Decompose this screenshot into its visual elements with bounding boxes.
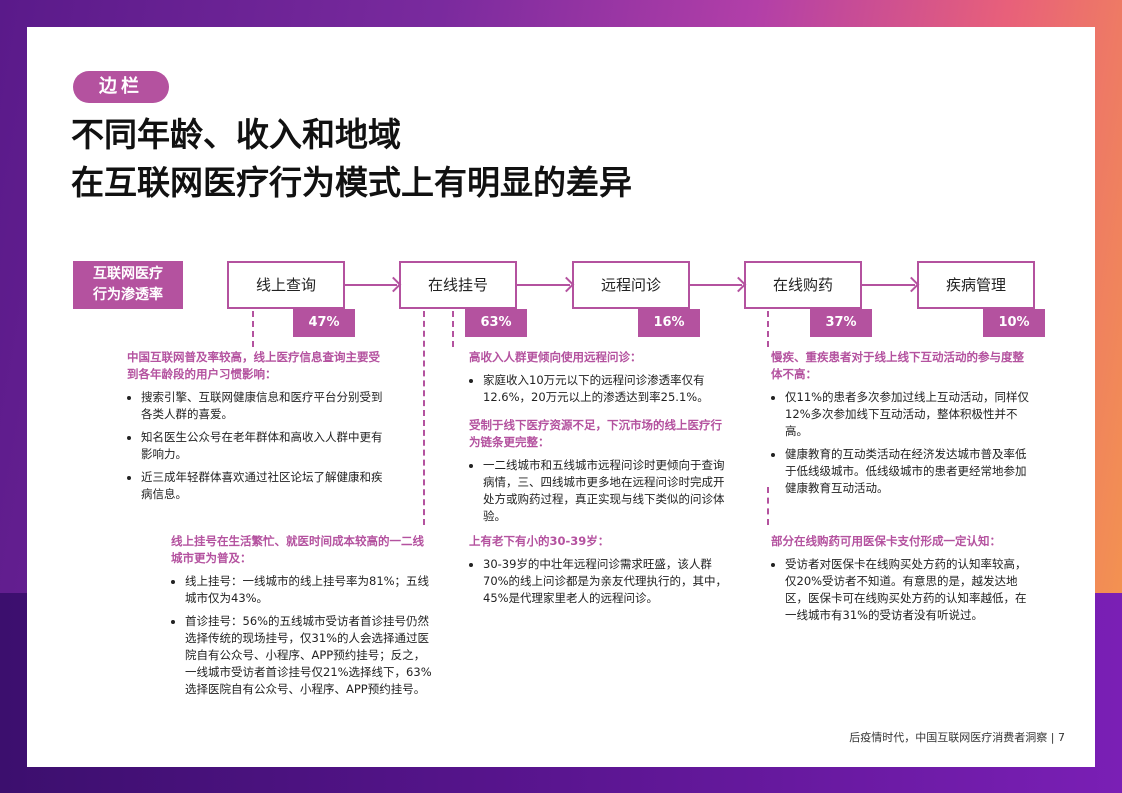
- block-chronic-patients: 慢疾、重疾患者对于线上线下互动活动的参与度整体不高： 仅11%的患者多次参加过线…: [771, 349, 1033, 503]
- block-online-query: 中国互联网普及率较高，线上医疗信息查询主要受到各年龄段的用户习惯影响： 搜索引擎…: [127, 349, 389, 509]
- block-insurance-card: 部分在线购药可用医保卡支付形成一定认知： 受访者对医保卡在线购买处方药的认知率较…: [771, 533, 1033, 630]
- pct-online-query: 47%: [293, 309, 355, 337]
- rate-label: 互联网医疗 行为渗透率: [73, 261, 183, 309]
- connector-line: [452, 311, 454, 347]
- list-item: 知名医生公众号在老年群体和高收入人群中更有影响力。: [141, 429, 389, 463]
- block-heading: 部分在线购药可用医保卡支付形成一定认知：: [771, 534, 1001, 548]
- bullet-list: 仅11%的患者多次参加过线上互动活动，同样仅12%多次参加线下互动活动，整体积极…: [771, 389, 1033, 497]
- pct-online-registration: 63%: [465, 309, 527, 337]
- connector-line: [423, 311, 425, 525]
- page-footer: 后疫情时代，中国互联网医疗消费者洞察 | 7: [849, 731, 1065, 744]
- sidebar-tag: 边栏: [73, 71, 169, 103]
- connector-line: [767, 487, 769, 525]
- block-heading: 慢疾、重疾患者对于线上线下互动活动的参与度整体不高：: [771, 350, 1024, 381]
- pct-disease-management: 10%: [983, 309, 1045, 337]
- title-line-1: 不同年龄、收入和地域: [71, 115, 401, 154]
- connector-line: [252, 311, 254, 347]
- step-disease-management: 疾病管理: [917, 261, 1035, 309]
- bullet-list: 一二线城市和五线城市远程问诊时更倾向于查询病情，三、四线城市更多地在远程问诊时完…: [469, 457, 731, 525]
- title-line-2: 在互联网医疗行为模式上有明显的差异: [71, 163, 632, 202]
- block-income: 高收入人群更倾向使用远程问诊： 家庭收入10万元以下的远程问诊渗透率仅有12.6…: [469, 349, 731, 412]
- list-item: 一二线城市和五线城市远程问诊时更倾向于查询病情，三、四线城市更多地在远程问诊时完…: [483, 457, 731, 525]
- list-item: 受访者对医保卡在线购买处方药的认知率较高，仅20%受访者不知道。有意思的是，越发…: [785, 556, 1033, 624]
- step-remote-consultation: 远程问诊: [572, 261, 690, 309]
- bullet-list: 家庭收入10万元以下的远程问诊渗透率仅有12.6%，20万元以上的渗透达到率25…: [469, 372, 731, 406]
- step-online-query: 线上查询: [227, 261, 345, 309]
- connector-line: [767, 311, 769, 347]
- pct-remote-consultation: 16%: [638, 309, 700, 337]
- arrow-right-icon: [690, 284, 742, 286]
- bullet-list: 线上挂号：一线城市的线上挂号率为81%；五线城市仅为43%。 首诊挂号：56%的…: [171, 573, 433, 698]
- block-heading: 受制于线下医疗资源不足，下沉市场的线上医疗行为链条更完整：: [469, 418, 722, 449]
- page: 边栏 不同年龄、收入和地域 在互联网医疗行为模式上有明显的差异 互联网医疗 行为…: [27, 27, 1095, 767]
- pct-online-pharmacy: 37%: [810, 309, 872, 337]
- block-online-registration: 线上挂号在生活繁忙、就医时间成本较高的一二线城市更为普及： 线上挂号：一线城市的…: [171, 533, 433, 704]
- step-online-registration: 在线挂号: [399, 261, 517, 309]
- block-heading: 高收入人群更倾向使用远程问诊：: [469, 350, 642, 364]
- block-heading: 上有老下有小的30-39岁：: [469, 534, 610, 548]
- list-item: 家庭收入10万元以下的远程问诊渗透率仅有12.6%，20万元以上的渗透达到率25…: [483, 372, 731, 406]
- block-heading: 中国互联网普及率较高，线上医疗信息查询主要受到各年龄段的用户习惯影响：: [127, 350, 380, 381]
- arrow-right-icon: [345, 284, 397, 286]
- step-online-pharmacy: 在线购药: [744, 261, 862, 309]
- arrow-right-icon: [862, 284, 915, 286]
- list-item: 健康教育的互动类活动在经济发达城市普及率低于低线级城市。低线级城市的患者更经常地…: [785, 446, 1033, 497]
- bullet-list: 搜索引擎、互联网健康信息和医疗平台分别受到各类人群的喜爱。 知名医生公众号在老年…: [127, 389, 389, 503]
- bullet-list: 受访者对医保卡在线购买处方药的认知率较高，仅20%受访者不知道。有意思的是，越发…: [771, 556, 1033, 624]
- rate-label-line-1: 互联网医疗: [93, 266, 163, 282]
- page-title: 不同年龄、收入和地域 在互联网医疗行为模式上有明显的差异: [71, 111, 971, 207]
- arrow-right-icon: [517, 284, 570, 286]
- list-item: 首诊挂号：56%的五线城市受访者首诊挂号仍然选择传统的现场挂号，仅31%的人会选…: [185, 613, 433, 698]
- list-item: 线上挂号：一线城市的线上挂号率为81%；五线城市仅为43%。: [185, 573, 433, 607]
- block-lower-tier-markets: 受制于线下医疗资源不足，下沉市场的线上医疗行为链条更完整： 一二线城市和五线城市…: [469, 417, 731, 531]
- list-item: 仅11%的患者多次参加过线上互动活动，同样仅12%多次参加线下互动活动，整体积极…: [785, 389, 1033, 440]
- rate-label-line-2: 行为渗透率: [93, 287, 163, 303]
- block-age-30-39: 上有老下有小的30-39岁： 30-39岁的中壮年远程问诊需求旺盛，该人群70%…: [469, 533, 731, 613]
- list-item: 近三成年轻群体喜欢通过社区论坛了解健康和疾病信息。: [141, 469, 389, 503]
- block-heading: 线上挂号在生活繁忙、就医时间成本较高的一二线城市更为普及：: [171, 534, 424, 565]
- list-item: 30-39岁的中壮年远程问诊需求旺盛，该人群70%的线上问诊都是为亲友代理执行的…: [483, 556, 731, 607]
- list-item: 搜索引擎、互联网健康信息和医疗平台分别受到各类人群的喜爱。: [141, 389, 389, 423]
- bullet-list: 30-39岁的中壮年远程问诊需求旺盛，该人群70%的线上问诊都是为亲友代理执行的…: [469, 556, 731, 607]
